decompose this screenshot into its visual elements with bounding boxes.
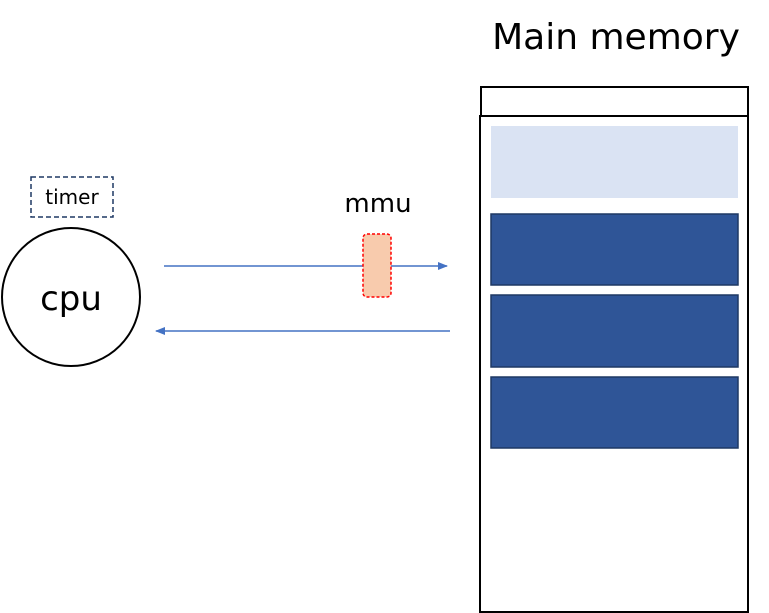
cpu-label: cpu [40,279,102,319]
mmu-label: mmu [344,189,411,219]
memory-header-bar [480,86,749,117]
mmu-box [362,233,392,298]
timer-box [30,176,114,218]
timer-label: timer [45,185,99,209]
memory-block-used-1 [490,213,739,286]
memory-block-free [491,126,738,198]
memory-block-used-3 [490,376,739,449]
cpu-circle [1,227,141,367]
main-memory-title: Main memory [492,17,740,58]
memory-block-used-2 [490,294,739,368]
